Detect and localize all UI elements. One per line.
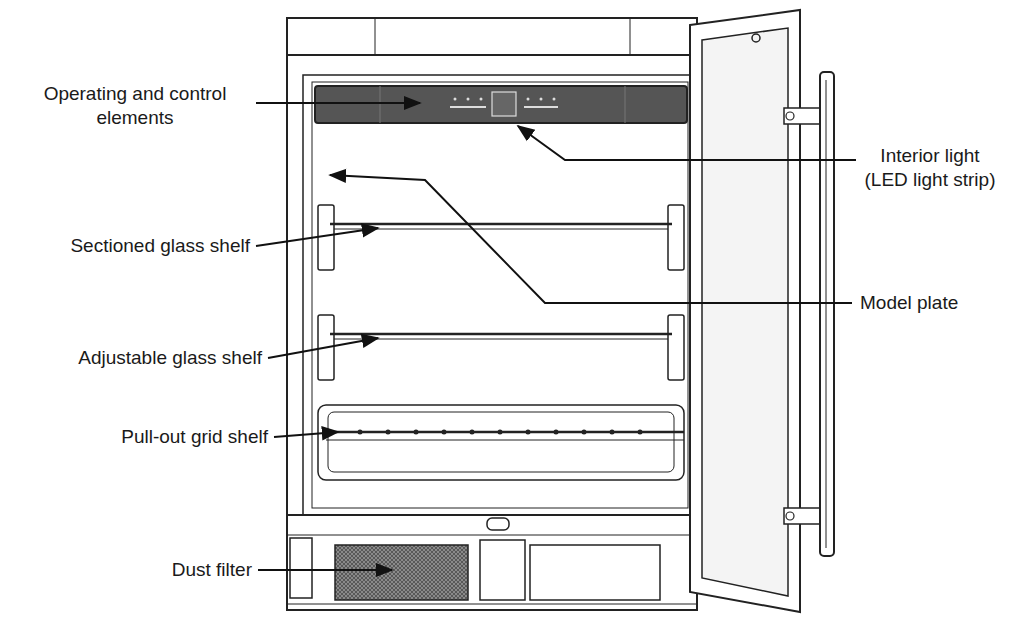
part-label: Operating and control elements (20, 82, 250, 130)
part-label: Sectioned glass shelf (0, 234, 250, 258)
part-label: Interior light (LED light strip) (858, 144, 1002, 192)
part-label: Model plate (860, 291, 1020, 315)
part-label: Pull-out grid shelf (0, 425, 268, 449)
part-label: Adjustable glass shelf (0, 346, 262, 370)
part-label: Dust filter (0, 558, 252, 582)
